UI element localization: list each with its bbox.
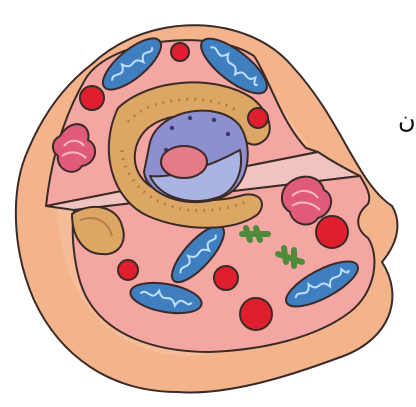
- edge-text-fragment: ن: [398, 108, 416, 132]
- nucleolus: [161, 146, 207, 178]
- lysosome-1: [80, 86, 104, 110]
- lysosome-3: [248, 108, 268, 128]
- lysosome-4: [316, 216, 348, 248]
- lysosome-6: [240, 298, 272, 330]
- lysosome-2: [171, 43, 189, 61]
- lysosome-5: [214, 266, 238, 290]
- lysosome-7: [118, 260, 138, 280]
- nucleus-pores: [170, 126, 174, 130]
